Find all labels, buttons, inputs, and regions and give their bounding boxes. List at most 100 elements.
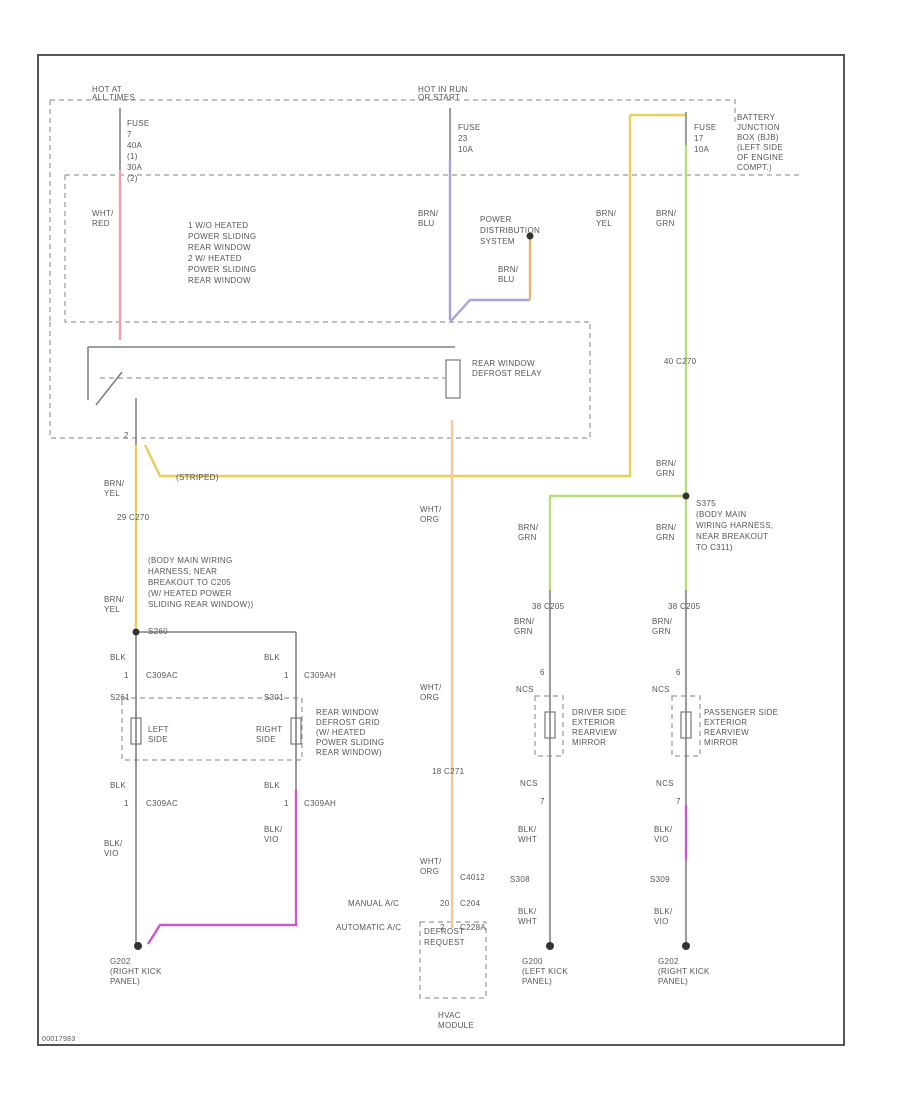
label-rear-window-defrost-grid-4: POWER SLIDING <box>316 738 384 747</box>
label-wire-blk-wht-driver-2-2: WHT <box>518 917 537 926</box>
label-connector-c270-right: 40 C270 <box>664 357 697 366</box>
grid-right-element <box>290 717 302 745</box>
label-ncs-driver-bottom: NCS <box>520 779 538 788</box>
label-battery-junction-box-4: (LEFT SIDE <box>737 143 783 152</box>
label-fuse-right-1: FUSE <box>694 123 717 132</box>
label-wire-blk-vio-left-1: BLK/ <box>104 839 123 848</box>
label-fuse-mid-2: 23 <box>458 134 468 143</box>
label-wire-blk-bottom-right: BLK <box>264 781 280 790</box>
label-fuse-left-1: FUSE <box>127 119 150 128</box>
label-wire-brn-grn-splice-1: BRN/ <box>656 459 677 468</box>
label-pin-1-bottom-left: 1 <box>124 799 129 808</box>
label-wire-brn-yel-left2-2: YEL <box>104 605 120 614</box>
label-rear-window-defrost-grid-2: DEFROST GRID <box>316 718 380 727</box>
wires <box>118 113 688 945</box>
label-ground-g202-right-1: G202 <box>658 957 679 966</box>
label-fuse-left-4: (1) <box>127 152 138 161</box>
relay-switch-arm <box>95 371 123 406</box>
enclosures <box>49 99 800 999</box>
label-main-harness-note-2: HARNESS, NEAR <box>148 567 217 576</box>
label-wire-wht-org-2-2: ORG <box>420 693 439 702</box>
label-wire-wht-org-3-2: ORG <box>420 867 439 876</box>
label-ground-g200-2: (LEFT KICK <box>522 967 568 976</box>
label-wire-blk-vio-right-1: BLK/ <box>264 825 283 834</box>
label-wire-brn-yel-top-2: YEL <box>596 219 612 228</box>
label-fuse-mid-3: 10A <box>458 145 473 154</box>
label-connector-c309ah-top: C309AH <box>304 671 336 680</box>
ground-g202-left <box>134 942 142 950</box>
label-wire-wht-red-1: WHT/ <box>92 209 114 218</box>
wire-blk-vio-grid <box>146 790 298 945</box>
label-wire-wht-org-3-1: WHT/ <box>420 857 442 866</box>
grid-left-element <box>130 717 142 745</box>
label-wire-blk-vio-passenger-2: VIO <box>654 835 669 844</box>
label-connector-c309ac-bottom: C309AC <box>146 799 178 808</box>
ground-g202-right <box>682 942 690 950</box>
label-fuse-left-6: (2) <box>127 174 138 183</box>
label-passenger-mirror-1: PASSENGER SIDE <box>704 708 778 717</box>
label-battery-junction-box-5: OF ENGINE <box>737 153 784 162</box>
label-wire-blk-vio-passenger-1: BLK/ <box>654 825 673 834</box>
label-wire-brn-grn-driver-1: BRN/ <box>514 617 535 626</box>
label-fuse-left-2: 7 <box>127 130 132 139</box>
label-fuse-right-2: 17 <box>694 134 704 143</box>
label-wire-brn-blu-1: BRN/ <box>418 209 439 218</box>
fuse-box-inner-outline <box>64 174 800 323</box>
label-splice-s308: S308 <box>510 875 530 884</box>
label-wire-brn-grn-passenger-1: BRN/ <box>652 617 673 626</box>
label-manual-ac: MANUAL A/C <box>348 899 399 908</box>
label-wire-blk-top-left: BLK <box>110 653 126 662</box>
label-battery-junction-box-6: COMPT.) <box>737 163 772 172</box>
label-wire-brn-yel-left-2: YEL <box>104 489 120 498</box>
label-ncs-passenger-bottom: NCS <box>656 779 674 788</box>
label-grid-left-side-1: LEFT <box>148 725 169 734</box>
label-battery-junction-box-2: JUNCTION <box>737 123 780 132</box>
label-wire-brn-yel-top-1: BRN/ <box>596 209 617 218</box>
label-wire-brn-grn-right-1: BRN/ <box>656 523 677 532</box>
label-wire-blk-vio-passenger-2-1: BLK/ <box>654 907 673 916</box>
label-grid-right-side-1: RIGHT <box>256 725 282 734</box>
label-connector-c204: C204 <box>460 899 481 908</box>
label-pin-6-driver: 6 <box>540 668 545 677</box>
label-splice-s375-2: (BODY MAIN <box>696 510 746 519</box>
label-option-notes-6: REAR WINDOW <box>188 276 251 285</box>
label-rear-window-defrost-relay-2: DEFROST RELAY <box>472 369 542 378</box>
pds-terminal <box>526 232 534 240</box>
label-wire-brn-yel-left2-1: BRN/ <box>104 595 125 604</box>
label-striped: (STRIPED) <box>176 473 219 482</box>
label-driver-mirror-4: MIRROR <box>572 738 606 747</box>
label-option-notes-4: 2 W/ HEATED <box>188 254 242 263</box>
label-power-distribution-3: SYSTEM <box>480 237 515 246</box>
label-option-notes-5: POWER SLIDING <box>188 265 256 274</box>
label-passenger-mirror-2: EXTERIOR <box>704 718 747 727</box>
label-splice-s375-1: S375 <box>696 499 716 508</box>
label-pin-20: 20 <box>440 899 450 908</box>
label-splice-s375-3: WIRING HARNESS, <box>696 521 773 530</box>
label-hvac-module-2: MODULE <box>438 1021 474 1030</box>
black-wiring <box>87 108 687 944</box>
label-ground-g202-right-2: (RIGHT KICK <box>658 967 710 976</box>
label-defrost-request-1: DEFROST <box>424 927 464 936</box>
label-wire-brn-grn-top-2: GRN <box>656 219 675 228</box>
label-main-harness-note-1: (BODY MAIN WIRING <box>148 556 233 565</box>
label-ground-g200-1: G200 <box>522 957 543 966</box>
label-wire-blk-top-right: BLK <box>264 653 280 662</box>
label-option-notes-2: POWER SLIDING <box>188 232 256 241</box>
label-wire-brn-grn-passenger-2: GRN <box>652 627 671 636</box>
label-wire-blk-bottom-left: BLK <box>110 781 126 790</box>
label-pin-1-top-left: 1 <box>124 671 129 680</box>
label-splice-s309: S309 <box>650 875 670 884</box>
wire-brn-blu-pds <box>449 298 530 323</box>
driver-mirror-element <box>544 711 556 739</box>
label-passenger-mirror-4: MIRROR <box>704 738 738 747</box>
label-wire-brn-blu-pds-1: BRN/ <box>498 265 519 274</box>
label-pin-2-relay: 2 <box>124 431 129 440</box>
label-hvac-module-1: HVAC <box>438 1011 461 1020</box>
splice-s375 <box>682 492 690 500</box>
label-automatic-ac: AUTOMATIC A/C <box>336 923 401 932</box>
components <box>130 232 692 950</box>
label-wire-brn-grn-driver-2: GRN <box>514 627 533 636</box>
label-splice-s375-4: NEAR BREAKOUT <box>696 532 768 541</box>
label-wire-brn-grn-mid-2: GRN <box>518 533 537 542</box>
